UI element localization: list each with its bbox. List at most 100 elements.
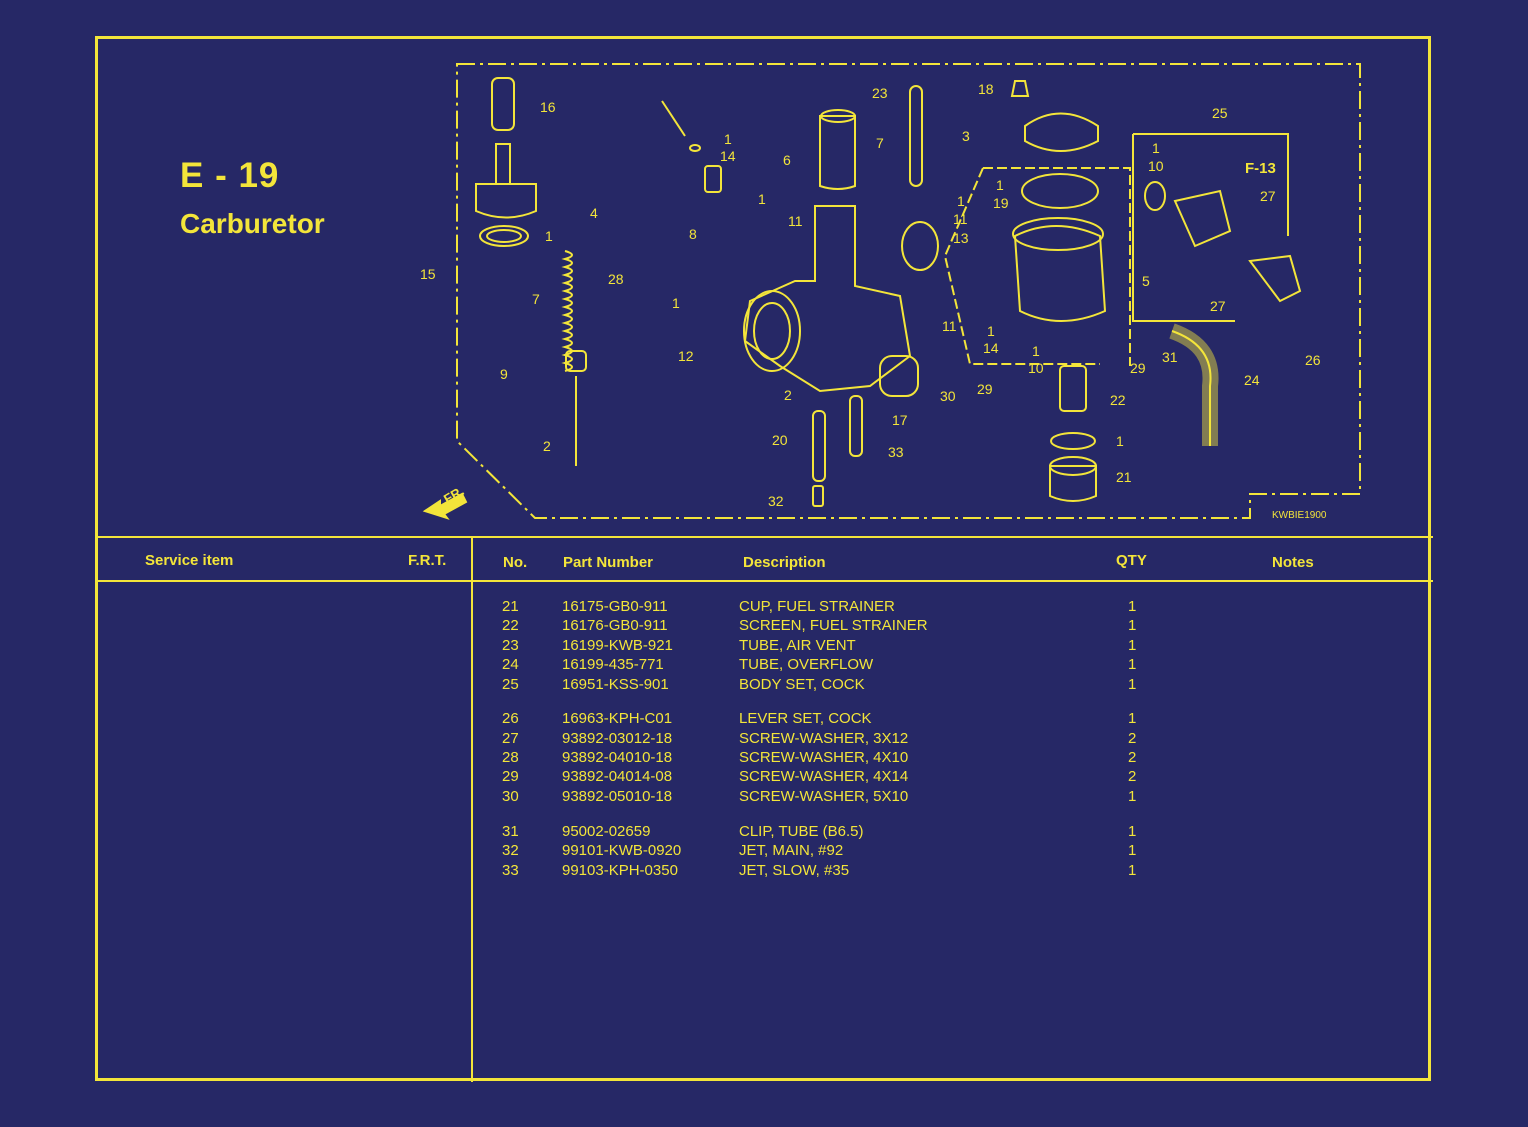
svg-text:24: 24 <box>1244 372 1260 388</box>
header-no: No. <box>503 554 528 571</box>
row-qty: 2 <box>1128 768 1137 785</box>
page-frame <box>95 36 1431 1081</box>
row-qty: 1 <box>1128 617 1137 634</box>
row-no: 25 <box>502 676 519 693</box>
row-description: CLIP, TUBE (B6.5) <box>739 823 864 840</box>
svg-text:31: 31 <box>1162 349 1178 365</box>
row-qty: 2 <box>1128 730 1137 747</box>
svg-text:30: 30 <box>940 388 956 404</box>
svg-text:10: 10 <box>1028 360 1044 376</box>
svg-text:1: 1 <box>1032 343 1040 359</box>
ref-marker: F-13 <box>1245 160 1276 177</box>
row-part-number: 16199-KWB-921 <box>562 637 673 654</box>
svg-text:8: 8 <box>689 226 697 242</box>
svg-text:4: 4 <box>590 205 598 221</box>
header-top-line <box>95 536 1433 538</box>
row-part-number: 16963-KPH-C01 <box>562 710 673 727</box>
row-qty: 1 <box>1128 862 1137 879</box>
svg-text:29: 29 <box>1130 360 1146 376</box>
svg-text:1: 1 <box>545 228 553 244</box>
row-description: TUBE, OVERFLOW <box>739 656 874 673</box>
svg-text:25: 25 <box>1212 105 1228 121</box>
row-no: 33 <box>502 862 519 879</box>
svg-text:14: 14 <box>983 340 999 356</box>
row-qty: 1 <box>1128 788 1137 805</box>
header-frt: F.R.T. <box>408 552 447 569</box>
row-qty: 1 <box>1128 710 1137 727</box>
svg-text:21: 21 <box>1116 469 1132 485</box>
svg-text:3: 3 <box>962 128 970 144</box>
svg-text:12: 12 <box>678 348 694 364</box>
row-qty: 2 <box>1128 749 1137 766</box>
row-part-number: 93892-05010-18 <box>562 788 673 805</box>
row-description: SCREW-WASHER, 3X12 <box>739 730 909 747</box>
svg-text:9: 9 <box>500 366 508 382</box>
row-qty: 1 <box>1128 676 1137 693</box>
row-description: LEVER SET, COCK <box>739 710 872 727</box>
row-no: 28 <box>502 749 519 766</box>
svg-text:5: 5 <box>1142 273 1150 289</box>
svg-text:23: 23 <box>872 85 888 101</box>
row-part-number: 93892-04014-08 <box>562 768 673 785</box>
svg-text:2: 2 <box>784 387 792 403</box>
row-qty: 1 <box>1128 823 1137 840</box>
row-no: 21 <box>502 598 519 615</box>
svg-text:11: 11 <box>953 211 968 227</box>
svg-text:1: 1 <box>724 131 732 147</box>
row-qty: 1 <box>1128 656 1137 673</box>
row-description: JET, SLOW, #35 <box>739 862 850 879</box>
row-part-number: 99101-KWB-0920 <box>562 842 682 859</box>
svg-text:20: 20 <box>772 432 788 448</box>
row-description: BODY SET, COCK <box>739 676 865 693</box>
table-divider <box>471 536 473 1082</box>
exploded-parts-diagram: 16 4 1 15 7 9 2 28 1 14 6 1 8 1 12 11 7 … <box>420 63 1361 521</box>
row-no: 26 <box>502 710 519 727</box>
svg-text:1: 1 <box>987 323 995 339</box>
header-qty: QTY <box>1116 552 1147 569</box>
row-part-number: 16951-KSS-901 <box>562 676 669 693</box>
row-description: SCREW-WASHER, 4X14 <box>739 768 909 785</box>
svg-text:27: 27 <box>1210 298 1226 314</box>
svg-text:6: 6 <box>783 152 791 168</box>
svg-text:22: 22 <box>1110 392 1126 408</box>
svg-text:18: 18 <box>978 81 994 97</box>
row-part-number: 16176-GB0-911 <box>562 617 668 634</box>
diagram-code: KWBIE1900 <box>1272 510 1327 521</box>
svg-text:7: 7 <box>876 135 884 151</box>
row-no: 24 <box>502 656 519 673</box>
header-part-number: Part Number <box>563 554 654 571</box>
svg-text:27: 27 <box>1260 188 1276 204</box>
row-part-number: 95002-02659 <box>562 823 651 840</box>
svg-text:1: 1 <box>1152 140 1160 156</box>
row-description: SCREEN, FUEL STRAINER <box>739 617 928 634</box>
svg-text:11: 11 <box>788 213 803 229</box>
svg-text:19: 19 <box>993 195 1009 211</box>
row-qty: 1 <box>1128 598 1137 615</box>
row-description: SCREW-WASHER, 4X10 <box>739 749 909 766</box>
svg-text:17: 17 <box>892 412 908 428</box>
row-no: 22 <box>502 617 519 634</box>
row-description: TUBE, AIR VENT <box>739 637 856 654</box>
svg-text:7: 7 <box>532 291 540 307</box>
svg-text:26: 26 <box>1305 352 1321 368</box>
header-bottom-line <box>95 580 1433 582</box>
row-part-number: 99103-KPH-0350 <box>562 862 678 879</box>
svg-text:1: 1 <box>996 177 1004 193</box>
svg-text:28: 28 <box>608 271 624 287</box>
svg-text:10: 10 <box>1148 158 1164 174</box>
row-description: SCREW-WASHER, 5X10 <box>739 788 909 805</box>
svg-text:15: 15 <box>420 266 436 282</box>
row-no: 30 <box>502 788 519 805</box>
header-notes: Notes <box>1272 554 1314 571</box>
svg-text:1: 1 <box>758 191 766 207</box>
row-no: 32 <box>502 842 519 859</box>
row-description: CUP, FUEL STRAINER <box>739 598 895 615</box>
svg-text:33: 33 <box>888 444 904 460</box>
header-service-item: Service item <box>145 552 234 569</box>
row-part-number: 16199-435-771 <box>562 656 664 673</box>
row-description: JET, MAIN, #92 <box>739 842 844 859</box>
svg-text:2: 2 <box>543 438 551 454</box>
page-code: E - 19 <box>180 156 280 195</box>
svg-text:13: 13 <box>953 230 969 246</box>
svg-text:14: 14 <box>720 148 736 164</box>
